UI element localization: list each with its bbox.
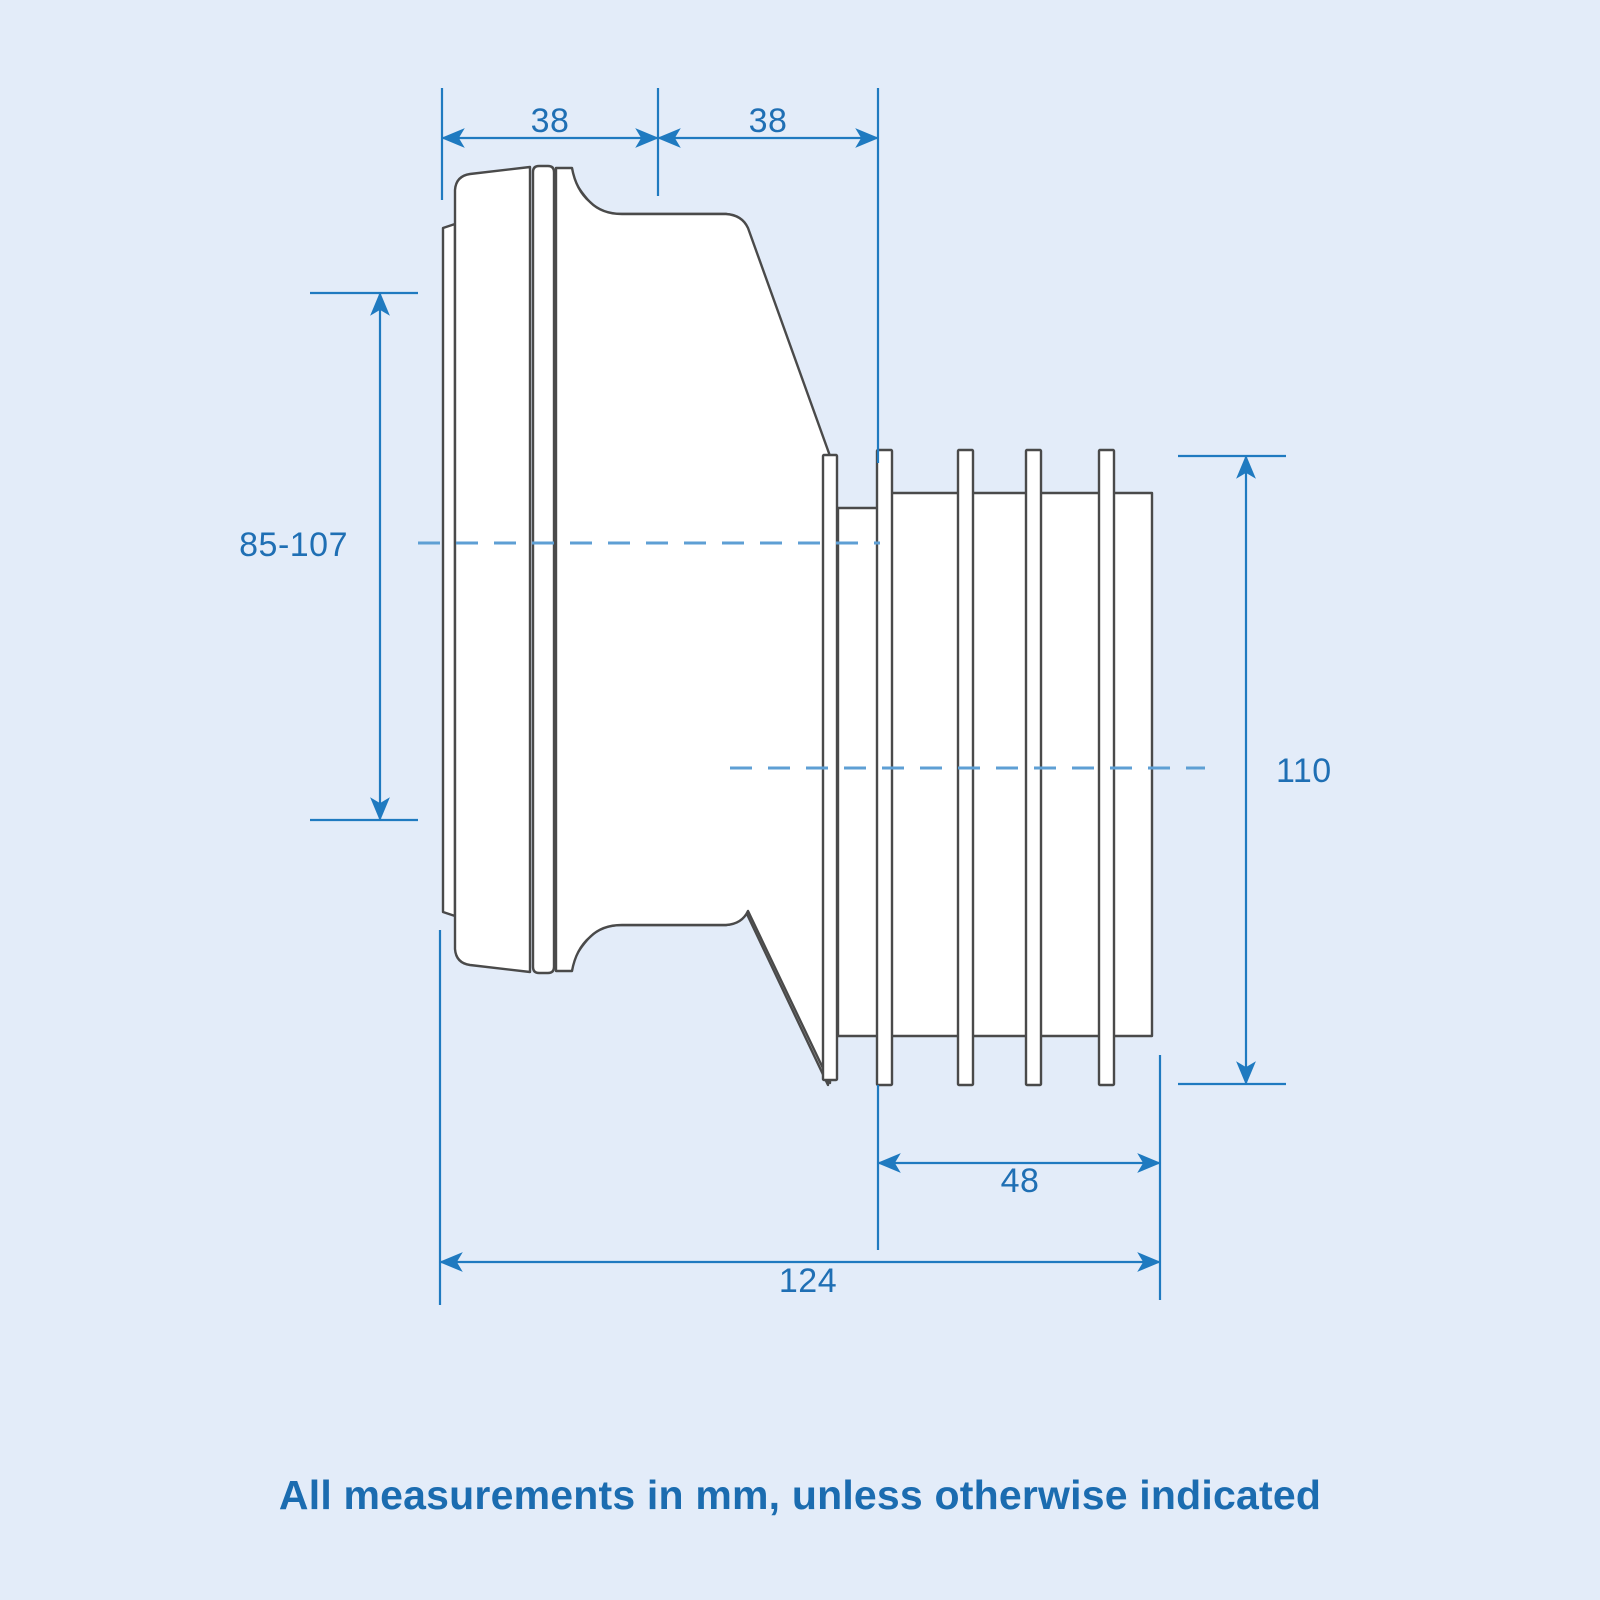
dim-label-38-left: 38	[531, 102, 570, 140]
flange-lip-profile	[531, 164, 556, 975]
bottom-dimension-group: 48 124	[438, 930, 1162, 1305]
top-dimension-group: 38 38	[440, 88, 880, 463]
part-geometry	[441, 164, 1154, 1087]
right-dimension-group: 110	[1178, 454, 1332, 1086]
dim-label-85-107: 85-107	[239, 526, 348, 564]
centerlines-group	[418, 541, 1205, 770]
back-ring-profile	[441, 222, 457, 918]
tapered-cone-profile	[554, 166, 832, 1085]
units-note: All measurements in mm, unless otherwise…	[279, 1472, 1321, 1518]
dim-label-110: 110	[1276, 752, 1332, 790]
left-dimension-group: 85-107	[239, 291, 418, 822]
dim-label-48: 48	[1001, 1162, 1040, 1200]
dim-label-38-right: 38	[749, 102, 788, 140]
dim-label-124: 124	[779, 1262, 837, 1300]
flange-plate-profile	[453, 165, 532, 974]
